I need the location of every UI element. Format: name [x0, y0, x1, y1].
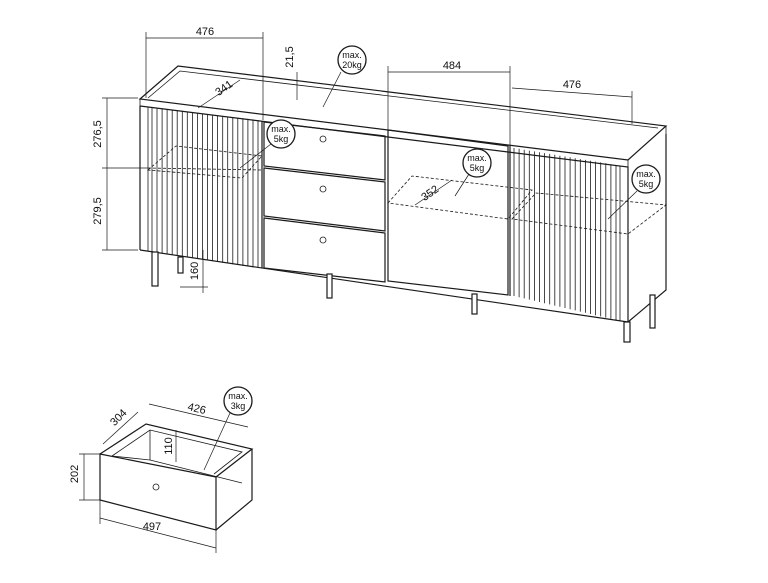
dim-drawer-front-width: 497 [143, 521, 161, 533]
middle-drawer-front [263, 167, 386, 232]
badge-top-line1: max. [342, 50, 362, 60]
dim-upper-shelf-height: 276,5 [92, 120, 104, 148]
middle-plain-door [387, 129, 509, 296]
top-drawer-knob [319, 135, 327, 143]
right-fluted-door [509, 146, 617, 320]
hidden-shelves [147, 145, 668, 235]
dim-left-width: 476 [196, 26, 214, 38]
dim-drawer-front-height: 202 [69, 465, 81, 483]
drawer-detail-knob [152, 483, 160, 491]
leg-back-left [177, 256, 184, 274]
load-badge-top: max. 20kg [322, 45, 367, 108]
middle-drawer-knob [319, 185, 327, 193]
badge-right-line2: 5kg [639, 179, 654, 189]
drawer-stack [263, 121, 386, 283]
load-badge-drawer: max. 3kg [203, 386, 253, 471]
dim-top-thickness: 21,5 [284, 46, 296, 67]
sideboard-top [138, 65, 668, 167]
left-fluted-door [151, 108, 263, 268]
bottom-drawer-knob [319, 236, 327, 244]
sideboard-front [139, 105, 667, 323]
load-badge-middle-shelf: max. 5kg [454, 148, 492, 197]
dim-lower-shelf-height: 279,5 [92, 197, 104, 225]
badge-drawer-line2: 3kg [231, 401, 246, 411]
badge-right-line1: max. [636, 169, 656, 179]
dim-leg-height: 160 [189, 262, 201, 280]
dim-shelf-depth: 352 [419, 183, 441, 203]
leg-back-right [649, 294, 656, 329]
sideboard-legs [151, 251, 656, 343]
badge-left-line2: 5kg [274, 134, 289, 144]
dim-middle-width: 484 [443, 60, 461, 72]
dim-drawer-inner-width: 426 [186, 401, 207, 417]
leg-middle-1 [326, 273, 333, 299]
drawer-front-panel [99, 453, 217, 531]
load-badge-right-shelf: max. 5kg [607, 164, 661, 220]
badge-middle-line1: max. [467, 153, 487, 163]
sideboard-dimension-lines [102, 32, 633, 293]
leg-front-left [151, 251, 159, 287]
badge-top-line2: 20kg [342, 60, 362, 70]
bottom-drawer-front [263, 217, 386, 283]
badge-drawer-line1: max. [228, 391, 248, 401]
sideboard: 476 21,5 484 476 341 276,5 279,5 160 352… [92, 26, 668, 343]
leg-front-right [623, 321, 631, 343]
drawer-dimension-labels: 304 426 110 202 497 [69, 401, 207, 533]
load-badge-left-shelf: max. 5kg [239, 119, 296, 169]
drawer-dimension-lines [79, 403, 249, 553]
badge-left-line1: max. [271, 124, 291, 134]
dim-drawer-depth: 304 [108, 407, 129, 428]
drawer-detail: 304 426 110 202 497 max. 3kg [69, 386, 254, 553]
badge-middle-line2: 5kg [470, 163, 485, 173]
dim-right-width: 476 [563, 79, 581, 91]
dim-drawer-inner-height: 110 [163, 437, 175, 455]
leg-middle-2 [471, 293, 478, 315]
top-drawer-front [263, 121, 386, 181]
